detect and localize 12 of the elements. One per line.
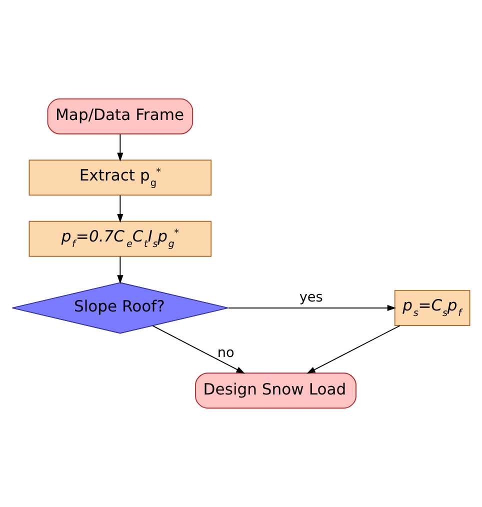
node-box: Map/Data Frame [47,98,194,134]
arrow [117,194,124,223]
arrow [228,304,396,312]
arrow [306,325,400,374]
edge-label: yes [299,289,323,306]
node-box: p$_{s}$=C$_{s}$p$_{f}$ [394,290,470,326]
arrow [152,325,246,374]
arrow [117,134,124,162]
node-diamond: Slope Roof? [12,282,229,334]
arrow [117,256,124,284]
edge-label: no [217,344,234,361]
node-box: Design Snow Load [195,372,356,409]
